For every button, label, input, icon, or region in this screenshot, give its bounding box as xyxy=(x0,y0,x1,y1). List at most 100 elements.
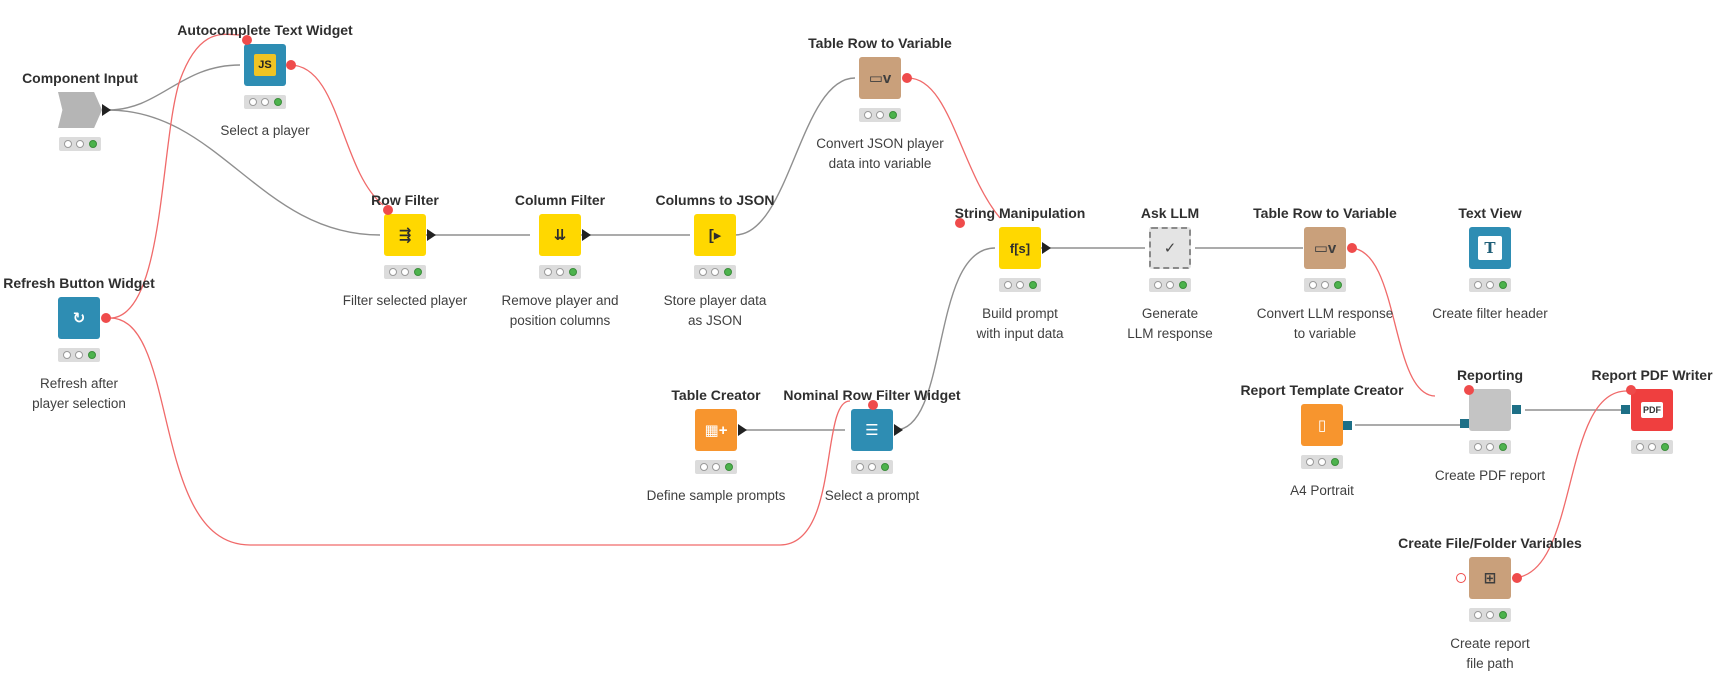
node-title: String Manipulation xyxy=(954,205,1086,221)
output-port-icon[interactable] xyxy=(894,424,903,436)
node-description: Generate LLM response xyxy=(1127,306,1213,341)
node-column-filter[interactable]: Column Filter ⇊ Remove player and positi… xyxy=(480,192,640,331)
node-description: A4 Portrait xyxy=(1290,483,1354,498)
nominal-row-filter-icon: ☰ xyxy=(851,409,893,451)
node-title: Text View xyxy=(1458,205,1522,221)
report-input-port[interactable] xyxy=(1621,405,1630,414)
node-component-input[interactable]: Component Input xyxy=(0,70,160,151)
node-title: Column Filter xyxy=(514,192,606,208)
node-title: Table Creator xyxy=(671,387,761,403)
node-status xyxy=(695,460,737,474)
node-description: Create filter header xyxy=(1432,306,1548,321)
flow-variable-in-port[interactable] xyxy=(1626,385,1636,395)
node-create-file-folder-variables[interactable]: Create File/Folder Variables ⊞ Create re… xyxy=(1398,535,1582,674)
report-template-icon: ▯ xyxy=(1301,404,1343,446)
file-folder-variables-icon: ⊞ xyxy=(1469,557,1511,599)
flow-variable-in-port[interactable] xyxy=(1464,385,1474,395)
table-row-to-variable-icon: ▭v xyxy=(859,57,901,99)
flow-variable-in-port[interactable] xyxy=(383,205,393,215)
node-autocomplete-text-widget[interactable]: Autocomplete Text Widget JS Select a pla… xyxy=(177,22,352,141)
output-port-icon[interactable] xyxy=(738,424,747,436)
node-report-template-creator[interactable]: Report Template Creator ▯ A4 Portrait xyxy=(1240,382,1403,501)
edge-columnsjson-trv1 xyxy=(734,77,856,236)
node-description: Define sample prompts xyxy=(646,488,786,503)
node-reporting[interactable]: Reporting Create PDF report xyxy=(1410,367,1570,486)
node-status xyxy=(58,348,100,362)
string-manipulation-icon: f[s] xyxy=(999,227,1041,269)
node-table-row-to-variable-1[interactable]: Table Row to Variable ▭v Convert JSON pl… xyxy=(800,35,960,174)
flow-filevars-pdfwriter xyxy=(1511,390,1628,579)
flow-variable-in-port[interactable] xyxy=(242,35,252,45)
node-description: Refresh after player selection xyxy=(32,376,126,411)
node-title: Component Input xyxy=(22,70,138,86)
node-status xyxy=(1469,608,1511,622)
output-port-icon[interactable] xyxy=(1042,242,1051,254)
node-ask-llm[interactable]: Ask LLM ✓ Generate LLM response xyxy=(1090,205,1250,344)
report-output-port[interactable] xyxy=(1512,405,1521,414)
report-output-port[interactable] xyxy=(1343,421,1352,430)
row-filter-icon: ⇶ xyxy=(384,214,426,256)
node-text-view[interactable]: Text View T Create filter header xyxy=(1410,205,1570,324)
columns-to-json-icon: [▸ xyxy=(694,214,736,256)
pdf-glyph: PDF xyxy=(1641,402,1663,418)
node-report-pdf-writer[interactable]: Report PDF Writer PDF xyxy=(1572,367,1723,454)
node-table-creator[interactable]: Table Creator ▦+ Define sample prompts xyxy=(636,387,796,506)
node-title: Nominal Row Filter Widget xyxy=(783,387,961,403)
flow-variable-in-port[interactable] xyxy=(955,218,965,228)
output-port-icon[interactable] xyxy=(102,104,111,116)
node-title: Table Row to Variable xyxy=(1253,205,1397,221)
node-columns-to-json[interactable]: Columns to JSON [▸ Store player data as … xyxy=(635,192,795,331)
node-status xyxy=(1469,440,1511,454)
node-row-filter[interactable]: Row Filter ⇶ Filter selected player xyxy=(325,192,485,311)
node-refresh-button-widget[interactable]: Refresh Button Widget ↻ Refresh after pl… xyxy=(0,275,159,414)
node-description: Select a player xyxy=(220,123,310,138)
node-description: Create report file path xyxy=(1450,636,1530,671)
flow-variable-in-port[interactable] xyxy=(1456,573,1466,583)
flow-variable-out-port[interactable] xyxy=(1512,573,1522,583)
pdf-writer-icon: PDF xyxy=(1631,389,1673,431)
flow-refresh-autocomplete xyxy=(109,33,242,319)
flow-trv1-stringmanip xyxy=(907,77,1001,219)
report-input-port[interactable] xyxy=(1460,419,1469,428)
node-description: Convert LLM response to variable xyxy=(1256,306,1394,341)
component-input-icon xyxy=(58,92,102,128)
node-string-manipulation[interactable]: String Manipulation f[s] Build prompt wi… xyxy=(940,205,1100,344)
node-description: Convert JSON player data into variable xyxy=(816,136,944,171)
output-port-icon[interactable] xyxy=(582,229,591,241)
node-status xyxy=(384,265,426,279)
node-description: Build prompt with input data xyxy=(976,306,1064,341)
node-description: Create PDF report xyxy=(1434,468,1546,483)
edge-componentinput-autocomplete xyxy=(107,64,241,111)
flow-variable-out-port[interactable] xyxy=(101,313,111,323)
flow-variable-in-port[interactable] xyxy=(868,400,878,410)
node-title: Row Filter xyxy=(371,192,439,208)
node-description: Remove player and position columns xyxy=(501,293,619,328)
flow-variable-out-port[interactable] xyxy=(902,73,912,83)
node-status xyxy=(999,278,1041,292)
node-status xyxy=(851,460,893,474)
output-port-icon[interactable] xyxy=(427,229,436,241)
flow-variable-out-port[interactable] xyxy=(286,60,296,70)
flow-trv2-reporting xyxy=(1349,247,1436,397)
node-table-row-to-variable-2[interactable]: Table Row to Variable ▭v Convert LLM res… xyxy=(1245,205,1405,344)
node-status xyxy=(1631,440,1673,454)
node-status xyxy=(539,265,581,279)
node-title: Autocomplete Text Widget xyxy=(177,22,353,38)
node-status xyxy=(244,95,286,109)
text-view-icon: T xyxy=(1469,227,1511,269)
node-status xyxy=(1149,278,1191,292)
edge-componentinput-rowfilter xyxy=(107,109,381,236)
table-creator-icon: ▦+ xyxy=(695,409,737,451)
flow-variable-out-port[interactable] xyxy=(1347,243,1357,253)
node-title: Refresh Button Widget xyxy=(3,275,155,291)
flow-refresh-nominal xyxy=(109,317,851,546)
node-title: Report PDF Writer xyxy=(1591,367,1713,383)
refresh-widget-icon: ↻ xyxy=(58,297,100,339)
node-status xyxy=(1301,455,1343,469)
node-title: Report Template Creator xyxy=(1240,382,1404,398)
node-nominal-row-filter-widget[interactable]: Nominal Row Filter Widget ☰ Select a pro… xyxy=(783,387,960,506)
ask-llm-icon: ✓ xyxy=(1149,227,1191,269)
node-title: Table Row to Variable xyxy=(808,35,952,51)
column-filter-icon: ⇊ xyxy=(539,214,581,256)
